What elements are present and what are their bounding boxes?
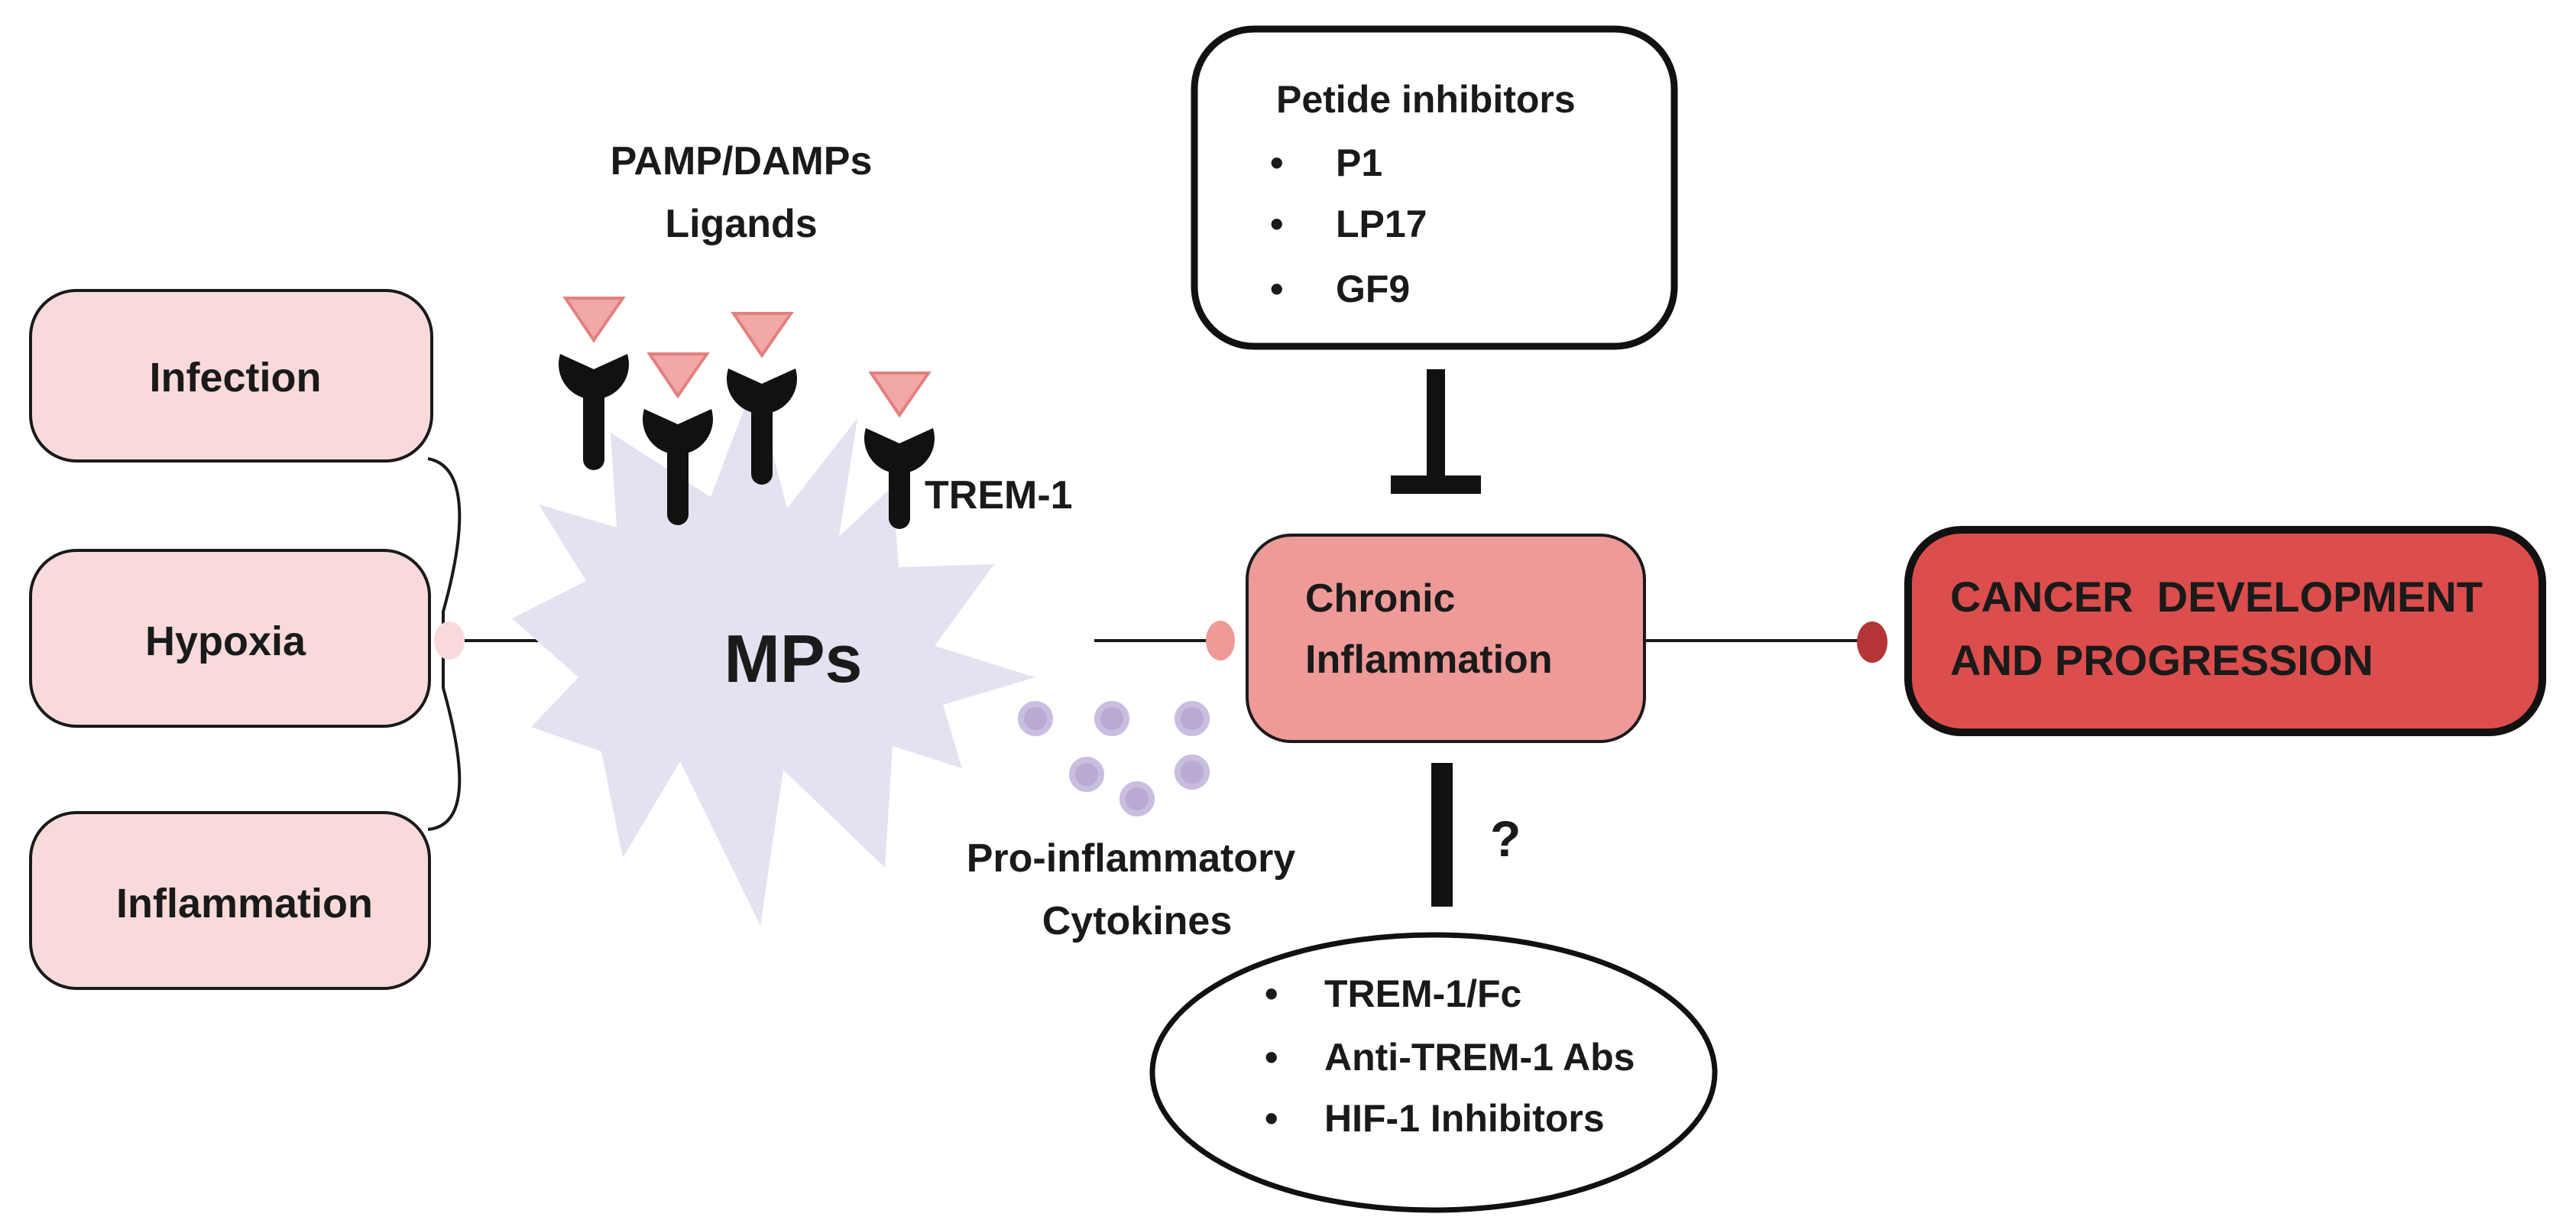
condition-label-infection: Infection [150, 355, 322, 401]
chronic-label-line1: Chronic [1305, 576, 1455, 621]
condition-hypoxia: Hypoxia [29, 549, 431, 728]
peptide-box-title: Petide inhibitors [1276, 78, 1576, 121]
cytokine-dot-1 [1018, 701, 1053, 736]
chronic-label-line2: Inflammation [1305, 638, 1553, 682]
inhibition-bar-head [1391, 475, 1481, 494]
other-bullet-3: • [1265, 1097, 1278, 1140]
peptide-bullet-2: • [1270, 203, 1284, 245]
trem1-label: TREM-1 [925, 473, 1073, 518]
other-bullet-2: • [1265, 1036, 1278, 1079]
mps-starburst [512, 382, 1035, 926]
cytokine-dots [1018, 701, 1210, 816]
question-mark: ? [1490, 810, 1521, 867]
cancer-connector-dot [1857, 621, 1887, 663]
chronic-inflammation-box [1246, 534, 1646, 743]
cancer-box [1904, 526, 2546, 736]
other-item-3: HIF-1 Inhibitors [1324, 1097, 1605, 1140]
cytokine-dot-6 [1120, 781, 1155, 816]
cytokine-dot-2 [1094, 701, 1129, 736]
condition-inflammation: Inflammation [29, 811, 431, 990]
cytokine-dot-4 [1069, 757, 1104, 792]
condition-label-inflammation: Inflammation [116, 881, 373, 927]
trem1-receptor-1 [559, 354, 629, 470]
lower-inhibition-bar [1431, 763, 1453, 907]
peptide-inhibitor-box [1191, 25, 1678, 350]
ligands-label-line2: Ligands [665, 202, 817, 246]
condition-box-inflammation [29, 811, 431, 990]
chronic-connector-dot [1206, 621, 1235, 660]
trem1-receptor-3 [727, 368, 797, 485]
cytokines-label-line1: Pro-inflammatory [967, 836, 1296, 881]
condition-box-hypoxia [29, 549, 431, 728]
cytokines-label-line2: Cytokines [1042, 899, 1233, 943]
other-item-1: TREM-1/Fc [1324, 972, 1521, 1015]
other-item-2: Anti-TREM-1 Abs [1324, 1036, 1635, 1079]
ligands-label-line1: PAMP/DAMPs [611, 139, 873, 183]
peptide-item-1: P1 [1336, 141, 1382, 184]
condition-box-infection [29, 289, 433, 462]
cytokine-dot-5 [1175, 755, 1210, 790]
inhibition-bar-stem [1427, 369, 1445, 488]
mps-label: MPs [724, 621, 863, 696]
cancer-label-line1: CANCER DEVELOPMENT [1950, 573, 2483, 621]
peptide-item-2: LP17 [1336, 203, 1427, 245]
trem1-receptor-4 [864, 428, 935, 529]
condition-label-hypoxia: Hypoxia [145, 618, 306, 664]
condition-infection: Infection [29, 289, 433, 462]
conditions-connector-dot [434, 621, 465, 660]
ligand-triangle-3 [731, 312, 794, 359]
ligand-triangle-2 [646, 352, 710, 399]
ligand-triangle-4 [868, 372, 932, 418]
trem1-receptor-2 [643, 409, 714, 525]
cytokine-dot-3 [1175, 701, 1210, 736]
peptide-item-3: GF9 [1336, 268, 1410, 310]
other-bullet-1: • [1265, 972, 1278, 1015]
ligand-triangle-1 [562, 297, 626, 343]
other-inhibitors-ellipse [1149, 932, 1718, 1213]
peptide-bullet-3: • [1270, 268, 1284, 310]
cancer-label-line2: AND PROGRESSION [1950, 636, 2373, 684]
peptide-bullet-1: • [1270, 141, 1284, 184]
